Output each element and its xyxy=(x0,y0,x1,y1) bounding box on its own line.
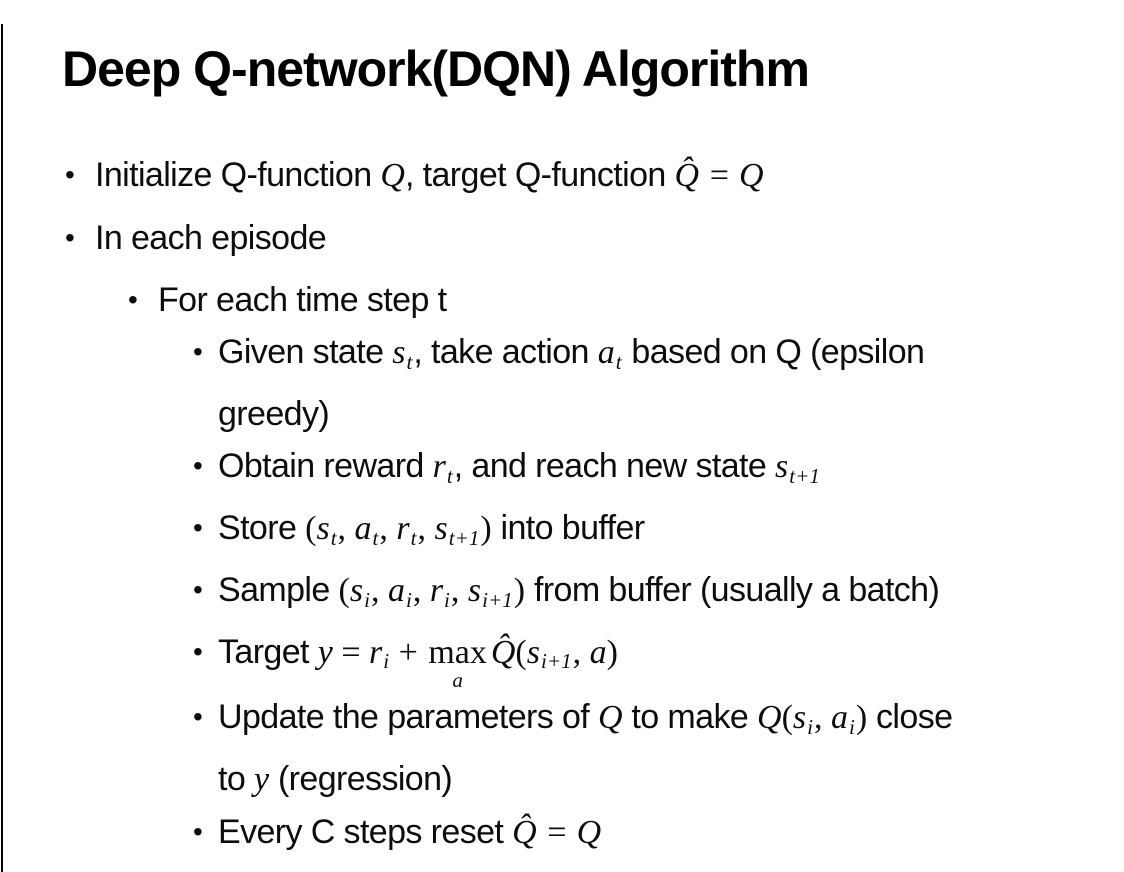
left-edge-line xyxy=(1,24,3,872)
bullet-reset-target: • Every C steps reset Q̂ = Q xyxy=(0,806,1106,859)
bullet-for-each-time-step: • For each time step t xyxy=(0,274,1106,326)
bullet-dot: • xyxy=(128,284,138,315)
bullet-in-each-episode: • In each episode xyxy=(0,212,1106,264)
bullet-dot: • xyxy=(193,573,203,605)
bullet-given-state: • Given state st, take action at based on… xyxy=(0,326,1106,440)
bullet-dot: • xyxy=(193,336,203,367)
bullet-update-parameters: • Update the parameters of Q to make Q(si… xyxy=(0,691,1106,806)
bullet-dot: • xyxy=(193,511,203,543)
bullet-sample-buffer: • Sample (si, ai, ri, si+1) from buffer (… xyxy=(0,564,1106,626)
bullet-store-buffer: • Store (st, at, rt, st+1) into buffer xyxy=(0,502,1106,564)
bullet-text: Given state st, take action at based on … xyxy=(218,333,925,433)
bullet-obtain-reward: • Obtain reward rt, and reach new state s… xyxy=(0,440,1106,502)
bullet-text: Initialize Q-function Q, target Q-functi… xyxy=(95,156,764,194)
bullet-dot: • xyxy=(193,816,203,848)
bullet-text: In each episode xyxy=(95,219,327,257)
bullet-text: Update the parameters of Q to make Q(si,… xyxy=(218,698,953,799)
bullet-dot: • xyxy=(65,222,75,253)
bullet-dot: • xyxy=(193,701,203,733)
bullet-dot: • xyxy=(65,159,75,190)
bullet-text: Obtain reward rt, and reach new state st… xyxy=(218,446,820,488)
bullet-text: Every C steps reset Q̂ = Q xyxy=(218,813,602,852)
bullet-text: Store (st, at, rt, st+1) into buffer xyxy=(218,508,645,550)
bullet-list: • Initialize Q-function Q, target Q-funct… xyxy=(0,149,1106,859)
slide-title: Deep Q-network(DQN) Algorithm xyxy=(62,41,810,97)
bullet-dot: • xyxy=(193,635,203,667)
bullet-text: For each time step t xyxy=(158,281,447,319)
bullet-text: Sample (si, ai, ri, si+1) from buffer (u… xyxy=(218,570,940,612)
bullet-dot: • xyxy=(193,449,203,481)
bullet-initialize: • Initialize Q-function Q, target Q-funct… xyxy=(0,149,1106,202)
